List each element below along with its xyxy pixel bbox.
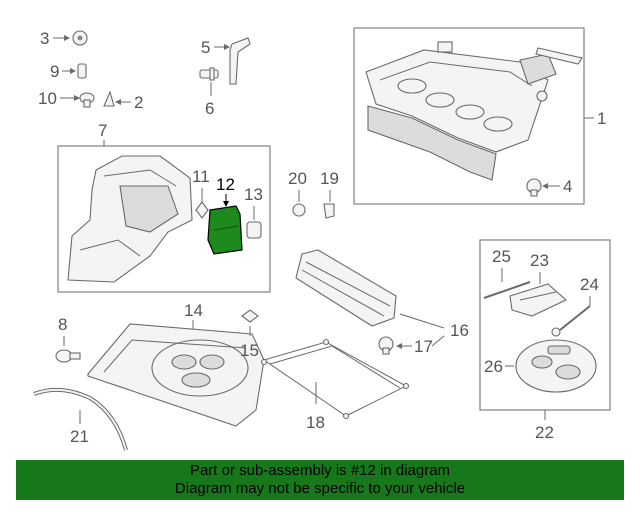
svg-text:15: 15: [240, 341, 259, 360]
jack-23-part: [509, 283, 567, 317]
trunk-mat-14-part: [87, 323, 265, 427]
callout-8: 8: [58, 315, 67, 346]
bracket-5-part: [229, 37, 251, 85]
cargo-net-18-part: [260, 338, 410, 420]
clip-3-part: [72, 30, 88, 46]
svg-text:2: 2: [134, 93, 143, 112]
svg-text:8: 8: [58, 315, 67, 334]
callout-6: 6: [205, 82, 214, 118]
jack-handle-25-part: [483, 281, 531, 299]
svg-text:12: 12: [216, 175, 235, 194]
callout-5: 5: [201, 38, 230, 57]
callout-4: 4: [542, 177, 572, 196]
svg-text:23: 23: [530, 251, 549, 270]
clip-20-part: [292, 203, 306, 217]
callout-9: 9: [50, 62, 76, 81]
banner-line-1: Part or sub-assembly is #12 in diagram: [189, 462, 451, 479]
svg-text:17: 17: [414, 337, 433, 356]
side-trim-part: [67, 155, 193, 283]
callout-18: 18: [306, 382, 325, 432]
svg-text:1: 1: [597, 109, 606, 128]
pin-9-part: [77, 63, 87, 79]
svg-text:4: 4: [563, 177, 572, 196]
clip-17-part: [378, 336, 394, 355]
svg-text:24: 24: [580, 275, 599, 294]
svg-text:7: 7: [98, 121, 107, 140]
callout-2: 2: [115, 93, 143, 112]
svg-text:26: 26: [484, 357, 503, 376]
rear-shelf-part: [365, 41, 583, 181]
callout-19: 19: [320, 169, 339, 202]
svg-text:25: 25: [492, 247, 511, 266]
highlighted-part-12: [207, 205, 243, 255]
svg-text:11: 11: [192, 167, 210, 186]
bolt-6-part: [199, 67, 219, 81]
callout-10: 10: [38, 89, 80, 108]
svg-text:22: 22: [535, 423, 554, 442]
clip-8-part: [55, 349, 81, 363]
svg-text:5: 5: [201, 38, 210, 57]
svg-text:19: 19: [320, 169, 339, 188]
box-side-trim: [57, 145, 271, 293]
callout-21: 21: [70, 410, 89, 446]
callout-16: 16: [399, 313, 469, 340]
svg-text:13: 13: [244, 185, 263, 204]
callout-17: 17: [396, 335, 445, 356]
svg-text:21: 21: [70, 427, 89, 446]
svg-text:14: 14: [184, 301, 203, 320]
svg-text:18: 18: [306, 413, 325, 432]
callout-13: 13: [244, 185, 263, 220]
callout-24: 24: [580, 275, 599, 306]
clip-19-part: [323, 203, 335, 219]
svg-text:16: 16: [450, 321, 469, 340]
callout-3: 3: [40, 29, 70, 48]
svg-text:6: 6: [205, 99, 214, 118]
wrench-24-part: [551, 305, 591, 337]
svg-text:9: 9: [50, 62, 59, 81]
clip-10-part: [79, 92, 95, 108]
trunk-trim-part: [295, 249, 397, 327]
pin-2-part: [103, 90, 115, 107]
clip-11-part: [195, 201, 209, 219]
callout-25: 25: [492, 247, 511, 282]
clip-13-part: [246, 221, 262, 239]
info-banner: Part or sub-assembly is #12 in diagram D…: [16, 460, 624, 500]
callout-20: 20: [288, 169, 307, 202]
callout-22: 22: [535, 410, 554, 442]
clip-4-part: [526, 178, 542, 197]
svg-text:10: 10: [38, 89, 57, 108]
callout-23: 23: [530, 251, 549, 284]
svg-text:3: 3: [40, 29, 49, 48]
clip-15-part: [241, 309, 259, 323]
svg-text:20: 20: [288, 169, 307, 188]
callout-26: 26: [484, 357, 514, 376]
parts-diagram: 3 9 10 2 5: [33, 27, 611, 451]
callout-15: 15: [240, 326, 259, 360]
box-rear-shelf: [353, 27, 585, 205]
weatherstrip-21-part: [33, 387, 128, 451]
banner-line-2: Diagram may not be specific to your vehi…: [174, 480, 466, 497]
tool-tray-26-part: [515, 339, 597, 393]
callout-11: 11: [192, 167, 210, 202]
callout-12: 12: [216, 175, 235, 207]
callout-1: 1: [584, 109, 606, 128]
callout-7: 7: [98, 121, 107, 146]
